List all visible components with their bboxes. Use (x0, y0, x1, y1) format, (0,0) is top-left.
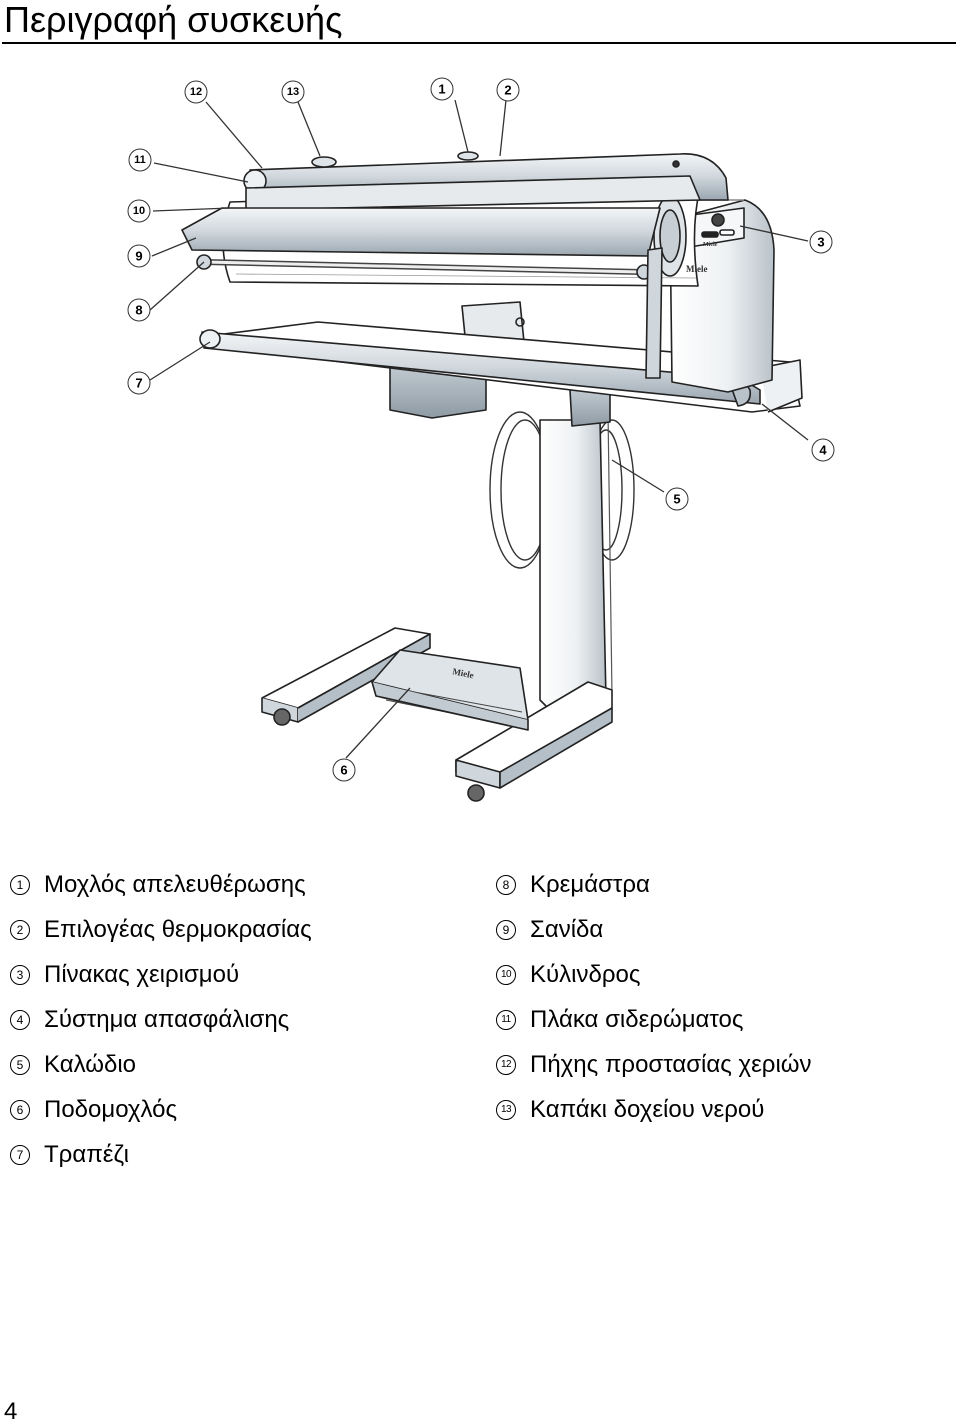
legend-label: Επιλογέας θερμοκρασίας (44, 915, 312, 943)
legend-label: Ποδομοχλός (44, 1095, 178, 1123)
legend-label: Πλάκα σιδερώματος (530, 1005, 744, 1033)
svg-text:11: 11 (134, 154, 146, 166)
legend-label: Καλώδιο (44, 1050, 137, 1078)
callout-8: 8 (127, 298, 151, 322)
legend-number: 12 (496, 1054, 516, 1075)
svg-text:9: 9 (135, 249, 142, 264)
svg-text:3: 3 (817, 235, 824, 250)
legend-left: 1 Μοχλός απελευθέρωσης 2 Επιλογέας θερμο… (8, 862, 312, 1177)
legend-number: 8 (496, 874, 516, 895)
callout-1: 1 (430, 77, 454, 101)
legend-number: 7 (10, 1144, 30, 1165)
legend-number: 11 (496, 1009, 516, 1030)
right-housing (669, 199, 775, 393)
callout-2: 2 (496, 78, 520, 102)
callout-12: 12 (184, 80, 208, 104)
legend-item: 3 Πίνακας χειρισμού (8, 952, 312, 997)
legend-item: 4 Σύστημα απασφάλισης (8, 997, 312, 1042)
legend-item: 11 Πλάκα σιδερώματος (494, 997, 812, 1042)
legend-number: 4 (10, 1009, 30, 1030)
legend-item: 13 Καπάκι δοχείου νερού (494, 1087, 812, 1132)
brand-mark-panel: Miele (703, 242, 718, 248)
page-title: Περιγραφή συσκευής (4, 0, 343, 40)
legend-item: 6 Ποδομοχλός (8, 1087, 312, 1132)
svg-text:4: 4 (819, 443, 827, 458)
legend-item: 9 Σανίδα (494, 907, 812, 952)
water-tank-lid (311, 156, 337, 168)
svg-text:13: 13 (287, 86, 299, 98)
hand-guard (245, 175, 701, 211)
svg-text:7: 7 (135, 376, 142, 391)
svg-text:10: 10 (133, 205, 145, 217)
svg-text:12: 12 (190, 86, 202, 98)
legend-item: 10 Κύλινδρος (494, 952, 812, 997)
brand-mark-pedal: Miele (452, 666, 475, 680)
legend-label: Κρεμάστρα (530, 870, 650, 898)
column (539, 419, 607, 721)
legend-label: Μοχλός απελευθέρωσης (44, 870, 306, 898)
callout-5: 5 (665, 487, 689, 511)
callout-4: 4 (811, 438, 835, 462)
legend-item: 5 Καλώδιο (8, 1042, 312, 1087)
callout-9: 9 (127, 244, 151, 268)
callout-10: 10 (127, 199, 151, 223)
callout-13: 13 (281, 80, 305, 104)
ironer-illustration: Miele Miele Miele 1 2 3 4 5 6 7 8 9 10 1… (127, 77, 835, 802)
svg-text:2: 2 (504, 83, 511, 98)
legend-label: Καπάκι δοχείου νερού (530, 1095, 765, 1123)
legend-label: Πίνακας χειρισμού (44, 960, 240, 988)
svg-text:8: 8 (135, 303, 142, 318)
brand-mark-housing: Miele (686, 264, 708, 274)
callout-6: 6 (332, 758, 356, 782)
legend-item: 7 Τραπέζι (8, 1132, 312, 1177)
legend-number: 1 (10, 874, 30, 895)
foot-pedal (371, 649, 529, 721)
callout-11: 11 (128, 148, 152, 172)
legend-item: 1 Μοχλός απελευθέρωσης (8, 862, 312, 907)
legend-label: Σύστημα απασφάλισης (44, 1005, 290, 1033)
legend-label: Σανίδα (530, 915, 604, 943)
legend-number: 6 (10, 1099, 30, 1120)
legend-item: 2 Επιλογέας θερμοκρασίας (8, 907, 312, 952)
legend-number: 9 (496, 919, 516, 940)
leader-lines (149, 99, 809, 759)
svg-text:6: 6 (340, 763, 347, 778)
page-number: 4 (4, 1398, 18, 1425)
callouts: 1 2 3 4 5 6 7 8 9 10 11 12 13 (127, 77, 835, 782)
release-lever (457, 151, 479, 161)
legend-item: 8 Κρεμάστρα (494, 862, 812, 907)
board (181, 207, 661, 257)
legend-number: 5 (10, 1054, 30, 1075)
legend-number: 3 (10, 964, 30, 985)
callout-7: 7 (127, 371, 151, 395)
legend-label: Κύλινδρος (530, 960, 641, 988)
svg-text:1: 1 (438, 82, 445, 97)
legend-number: 13 (496, 1099, 516, 1120)
legend-item: 12 Πήχης προστασίας χεριών (494, 1042, 812, 1087)
callout-3: 3 (809, 230, 833, 254)
legend-label: Πήχης προστασίας χεριών (530, 1050, 812, 1078)
temperature-dial (711, 213, 725, 227)
legend-number: 2 (10, 919, 30, 940)
legend-label: Τραπέζι (44, 1140, 129, 1168)
legend-number: 10 (496, 964, 516, 985)
legend-right: 8 Κρεμάστρα 9 Σανίδα 10 Κύλινδρος 11 Πλά… (494, 862, 812, 1132)
title-rule (2, 42, 956, 44)
svg-text:5: 5 (673, 492, 680, 507)
